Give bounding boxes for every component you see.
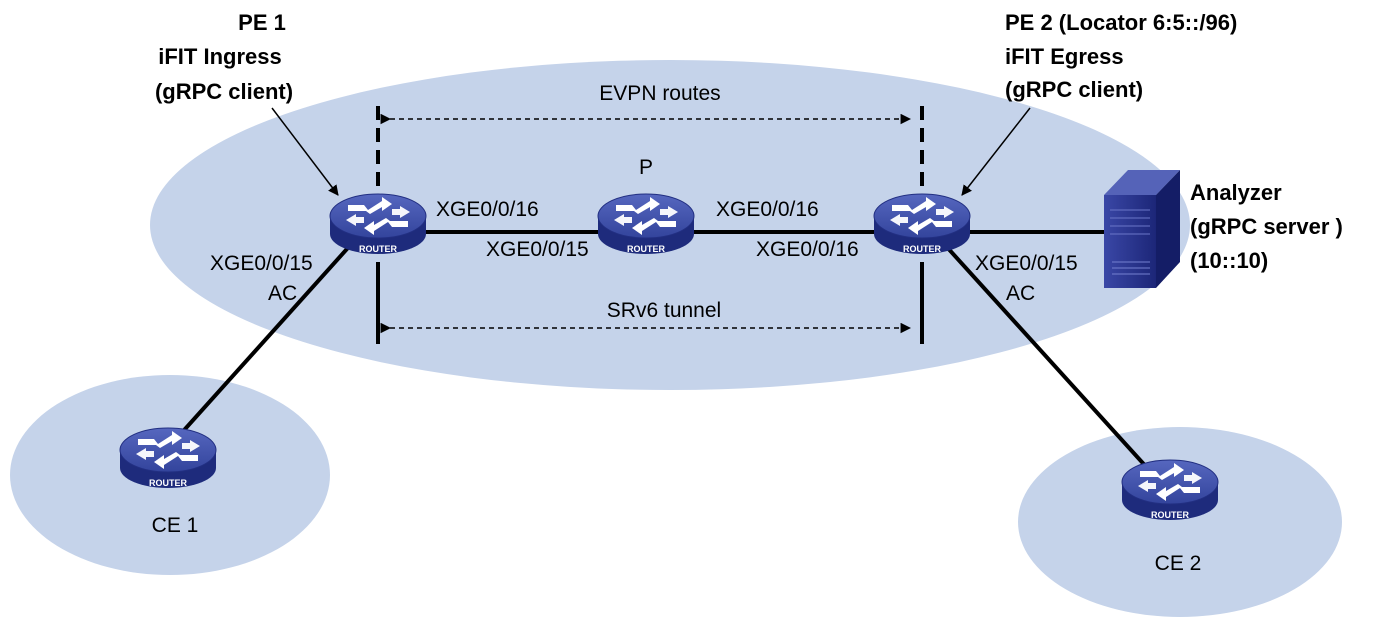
analyzer-role-label: (gRPC server ) [1190,214,1343,239]
ce2-name-label: CE 2 [1155,552,1202,575]
pe1-router: ROUTER [329,193,427,255]
pe2-from-p-interface-label: XGE0/0/16 [756,238,859,261]
router-badge: ROUTER [627,244,666,254]
pe1-to-ce1-interface-label: XGE0/0/15 [210,252,313,275]
pe2-name-label: PE 2 (Locator 6:5::/96) [1005,10,1237,35]
ce2-site-region [1018,427,1342,617]
pe2-grpc-label: (gRPC client) [1005,77,1143,102]
p-from-pe1-interface-label: XGE0/0/15 [486,238,589,261]
pe2-callout-arrow [961,107,1031,196]
p-router: ROUTER [597,193,695,255]
router-badge: ROUTER [149,478,188,488]
pe2-to-ce2-interface-label: XGE0/0/15 [975,252,1078,275]
router-badge: ROUTER [903,244,942,254]
pe1-callout-arrow [271,107,339,196]
ce2-router: ROUTER [1121,459,1219,521]
ce1-name-label: CE 1 [152,514,199,537]
router-badge: ROUTER [1151,510,1190,520]
analyzer-name-label: Analyzer [1190,180,1282,205]
pe2-role-label: iFIT Egress [1005,44,1124,69]
link-pe1-ce1 [166,238,357,450]
srv6-tunnel-label: SRv6 tunnel [607,299,721,322]
analyzer-server [1104,170,1180,288]
ac-right-label: AC [1006,282,1035,305]
pe1-role-label: iFIT Ingress [158,44,281,69]
ac-left-label: AC [268,282,297,305]
p-name-label: P [639,156,653,179]
pe2-router: ROUTER [873,193,971,255]
router-badge: ROUTER [359,244,398,254]
evpn-routes-label: EVPN routes [599,82,720,105]
p-to-pe2-interface-label: XGE0/0/16 [716,198,819,221]
server-icon [1104,170,1180,288]
pe1-to-p-interface-label: XGE0/0/16 [436,198,539,221]
pe1-grpc-label: (gRPC client) [155,79,293,104]
link-pe2-ce2 [943,243,1162,484]
ce1-router: ROUTER [119,427,217,489]
analyzer-address-label: (10::10) [1190,248,1268,273]
pe1-name-label: PE 1 [238,10,286,35]
